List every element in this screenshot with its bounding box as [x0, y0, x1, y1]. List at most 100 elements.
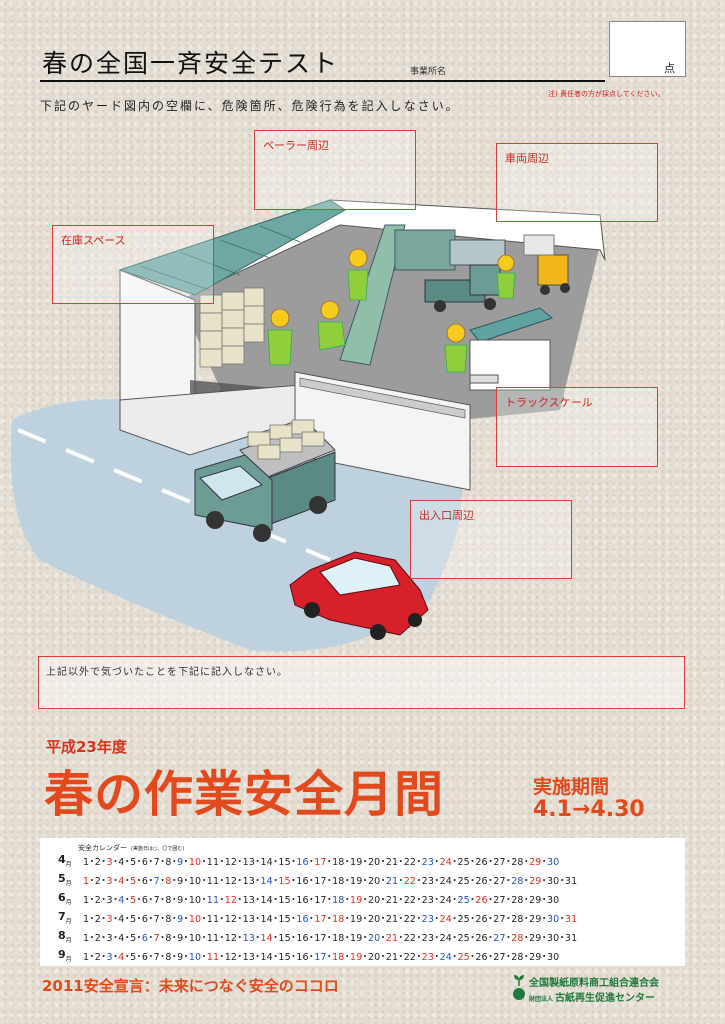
calendar-day[interactable]: 26	[475, 857, 488, 868]
calendar-day[interactable]: 27	[493, 914, 506, 925]
calendar-day[interactable]: 21	[385, 895, 399, 906]
calendar-day[interactable]: 19	[350, 876, 363, 887]
calendar-day[interactable]: 29	[529, 895, 542, 906]
calendar-day[interactable]: 16	[296, 876, 309, 887]
calendar-day[interactable]: 12	[224, 895, 237, 906]
calendar-day[interactable]: 28	[511, 933, 524, 944]
calendar-day[interactable]: 17	[314, 895, 327, 906]
calendar-day[interactable]: 14	[260, 857, 273, 868]
calendar-day[interactable]: 2	[94, 952, 101, 963]
calendar-day[interactable]: 8	[165, 857, 172, 868]
calendar-day[interactable]: 3	[106, 895, 113, 906]
calendar-day[interactable]: 13	[242, 876, 255, 887]
calendar-day[interactable]: 24	[439, 895, 452, 906]
calendar-day[interactable]: 14	[260, 952, 273, 963]
calendar-day[interactable]: 17	[314, 952, 327, 963]
calendar-day[interactable]: 25	[457, 895, 470, 906]
calendar-day[interactable]: 28	[511, 914, 524, 925]
calendar-day[interactable]: 14	[260, 876, 273, 887]
calendar-day[interactable]: 19	[350, 857, 363, 868]
calendar-day[interactable]: 5	[130, 876, 137, 887]
calendar-day[interactable]: 18	[332, 876, 345, 887]
calendar-day[interactable]: 13	[242, 933, 255, 944]
calendar-day[interactable]: 30	[547, 857, 560, 868]
calendar-day[interactable]: 23	[421, 895, 434, 906]
calendar-day[interactable]: 24	[439, 876, 452, 887]
calendar-day[interactable]: 6	[141, 876, 148, 887]
calendar-day[interactable]: 29	[529, 876, 542, 887]
calendar-day[interactable]: 10	[188, 895, 202, 906]
calendar-day[interactable]: 1	[83, 857, 90, 868]
calendar-day[interactable]: 7	[153, 876, 160, 887]
calendar-day[interactable]: 11	[206, 876, 220, 887]
calendar-day[interactable]: 5	[130, 895, 137, 906]
calendar-day[interactable]: 21	[385, 952, 399, 963]
calendar-day[interactable]: 21	[385, 857, 399, 868]
calendar-day[interactable]: 21	[385, 933, 399, 944]
calendar-day[interactable]: 6	[141, 895, 148, 906]
calendar-day[interactable]: 22	[403, 876, 417, 887]
calendar-day[interactable]: 24	[439, 857, 452, 868]
calendar-day[interactable]: 28	[511, 876, 524, 887]
calendar-day[interactable]: 31	[564, 914, 578, 925]
calendar-day[interactable]: 2	[94, 914, 101, 925]
calendar-day[interactable]: 24	[439, 914, 452, 925]
calendar-day[interactable]: 30	[547, 876, 560, 887]
calendar-day[interactable]: 11	[206, 933, 220, 944]
calendar-day[interactable]: 10	[188, 876, 202, 887]
calendar-day[interactable]: 23	[421, 933, 434, 944]
calendar-day[interactable]: 8	[165, 914, 172, 925]
calendar-day[interactable]: 29	[529, 857, 542, 868]
calendar-day[interactable]: 4	[118, 914, 125, 925]
calendar-day[interactable]: 9	[177, 876, 184, 887]
calendar-day[interactable]: 8	[165, 876, 172, 887]
calendar-day[interactable]: 19	[350, 914, 363, 925]
calendar-day[interactable]: 25	[457, 876, 470, 887]
calendar-day[interactable]: 9	[177, 952, 184, 963]
calendar-day[interactable]: 17	[314, 857, 327, 868]
calendar-day[interactable]: 30	[547, 952, 560, 963]
answer-box-truck-scale[interactable]: トラックスケール	[496, 387, 658, 467]
calendar-day[interactable]: 4	[118, 876, 125, 887]
calendar-day[interactable]: 27	[493, 857, 506, 868]
calendar-day[interactable]: 14	[260, 914, 273, 925]
calendar-day[interactable]: 8	[165, 895, 172, 906]
calendar-day[interactable]: 18	[332, 857, 345, 868]
calendar-day[interactable]: 18	[332, 952, 345, 963]
calendar-day[interactable]: 27	[493, 952, 506, 963]
calendar-day[interactable]: 11	[206, 952, 220, 963]
calendar-day[interactable]: 16	[296, 933, 309, 944]
calendar-day[interactable]: 19	[350, 933, 363, 944]
calendar-day[interactable]: 6	[141, 933, 148, 944]
calendar-day[interactable]: 13	[242, 857, 255, 868]
calendar-day[interactable]: 19	[350, 895, 363, 906]
calendar-day[interactable]: 28	[511, 952, 524, 963]
calendar-day[interactable]: 15	[278, 952, 291, 963]
calendar-day[interactable]: 29	[529, 933, 542, 944]
calendar-day[interactable]: 2	[94, 857, 101, 868]
calendar-day[interactable]: 7	[153, 914, 160, 925]
calendar-day[interactable]: 25	[457, 914, 470, 925]
calendar-day[interactable]: 20	[367, 933, 381, 944]
calendar-day[interactable]: 18	[332, 895, 345, 906]
score-field[interactable]	[609, 21, 686, 77]
calendar-day[interactable]: 23	[421, 914, 434, 925]
answer-box-vehicle[interactable]: 車両周辺	[496, 143, 658, 222]
calendar-day[interactable]: 26	[475, 895, 488, 906]
calendar-day[interactable]: 14	[260, 895, 273, 906]
calendar-day[interactable]: 7	[153, 895, 160, 906]
calendar-day[interactable]: 12	[224, 857, 237, 868]
calendar-day[interactable]: 15	[278, 857, 291, 868]
calendar-day[interactable]: 6	[141, 857, 148, 868]
calendar-day[interactable]: 5	[130, 857, 137, 868]
calendar-day[interactable]: 6	[141, 952, 148, 963]
calendar-day[interactable]: 30	[547, 933, 560, 944]
answer-box-entrance[interactable]: 出入口周辺	[410, 500, 572, 579]
office-name-field[interactable]	[40, 80, 605, 82]
calendar-day[interactable]: 26	[475, 914, 488, 925]
answer-box-baler[interactable]: ベーラー周辺	[254, 130, 416, 210]
calendar-day[interactable]: 4	[118, 933, 125, 944]
calendar-day[interactable]: 28	[511, 895, 524, 906]
answer-box-stock[interactable]: 在庫スペース	[52, 225, 214, 304]
calendar-day[interactable]: 25	[457, 933, 470, 944]
